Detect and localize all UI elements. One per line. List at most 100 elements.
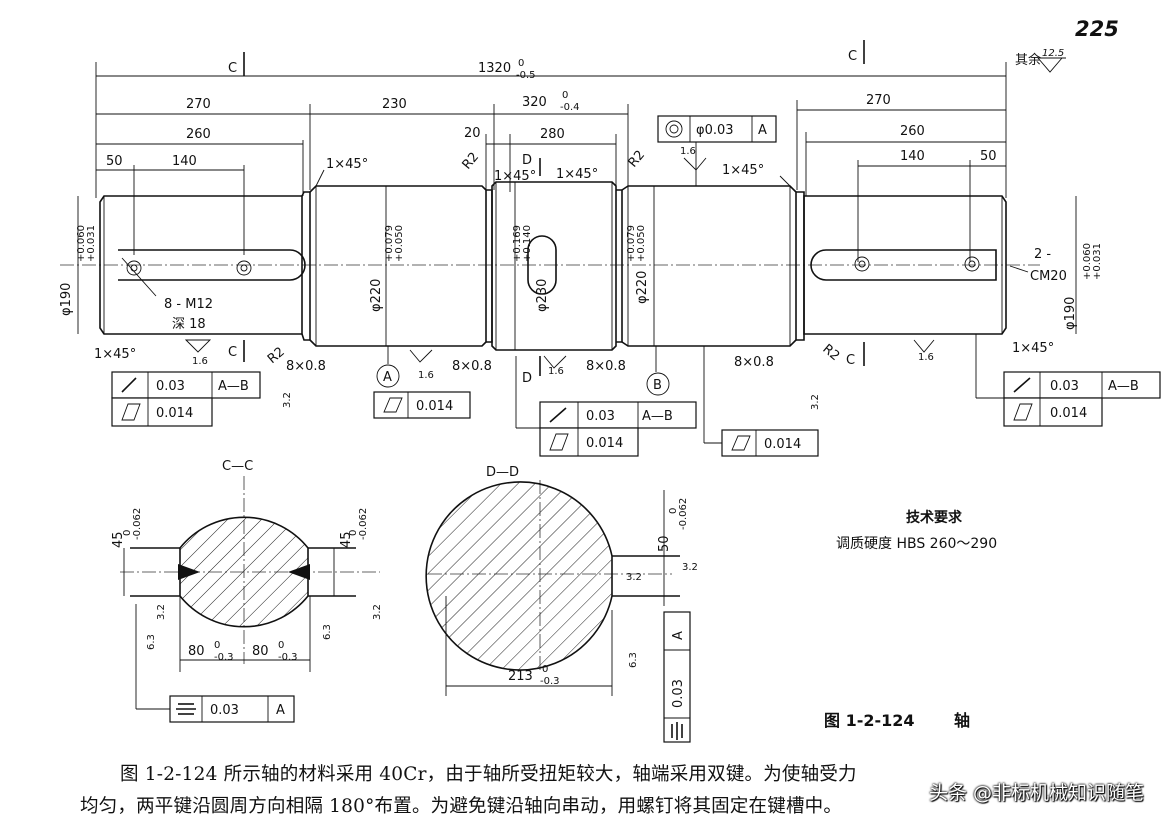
dim-right-140: 140 <box>900 149 925 164</box>
svg-text:A: A <box>671 631 686 640</box>
svg-text:A: A <box>383 370 392 385</box>
svg-text:213: 213 <box>508 669 533 684</box>
svg-text:D—D: D—D <box>486 465 519 480</box>
svg-text:0.03: 0.03 <box>586 409 615 424</box>
svg-text:A: A <box>276 703 285 718</box>
svg-text:50: 50 <box>657 535 672 552</box>
svg-text:6.3: 6.3 <box>628 652 639 668</box>
dim-right-260: 260 <box>900 124 925 139</box>
section-cc: C—C 45 0 -0.062 45 0 -0.062 80 80 0-0.3 … <box>111 459 383 723</box>
svg-text:0: 0 <box>214 640 220 651</box>
svg-text:1.6: 1.6 <box>918 352 934 363</box>
svg-text:调质硬度 HBS 260～290: 调质硬度 HBS 260～290 <box>836 536 997 552</box>
svg-text:12.5: 12.5 <box>1042 48 1064 59</box>
svg-text:8×0.8: 8×0.8 <box>586 359 626 374</box>
svg-text:8×0.8: 8×0.8 <box>286 359 326 374</box>
dim-mid-230: 230 <box>382 97 407 112</box>
svg-text:45: 45 <box>339 531 354 548</box>
dim-mid-20: 20 <box>464 126 481 141</box>
svg-text:R2: R2 <box>460 150 483 173</box>
svg-text:R2: R2 <box>626 148 649 171</box>
dim-left-270: 270 <box>186 97 211 112</box>
svg-text:6.3: 6.3 <box>146 634 157 650</box>
svg-text:A—B: A—B <box>218 379 249 394</box>
svg-text:0.03: 0.03 <box>210 703 239 718</box>
svg-text:C: C <box>228 345 237 360</box>
svg-text:-0.062: -0.062 <box>678 498 689 530</box>
svg-text:D: D <box>522 371 532 386</box>
svg-text:1.6: 1.6 <box>680 146 696 157</box>
concentricity-frame: φ0.03 A <box>657 115 777 186</box>
svg-text:φ220: φ220 <box>635 271 650 304</box>
runout-frame-right: 0.03 A—B 0.014 <box>975 334 1161 427</box>
svg-text:0.03: 0.03 <box>156 379 185 394</box>
svg-text:A—B: A—B <box>1108 379 1139 394</box>
top-dimensions: 1320 0-0.5 270 260 50 140 230 320 0-0.4 … <box>95 58 1007 262</box>
svg-text:1×45°: 1×45° <box>326 157 368 172</box>
roughness-rest: 其余 12.5 <box>1015 48 1066 73</box>
svg-text:+0.079: +0.079 <box>626 225 637 262</box>
svg-text:8×0.8: 8×0.8 <box>452 359 492 374</box>
svg-text:C: C <box>848 49 857 64</box>
svg-text:CM20: CM20 <box>1030 269 1067 284</box>
svg-text:-0.3: -0.3 <box>540 676 560 687</box>
svg-text:8 - M12: 8 - M12 <box>164 297 213 312</box>
svg-text:+0.060: +0.060 <box>1082 243 1093 280</box>
svg-text:+0.140: +0.140 <box>522 225 533 262</box>
svg-text:2 -: 2 - <box>1034 247 1051 262</box>
svg-text:3.2: 3.2 <box>626 572 642 583</box>
dim-right-270: 270 <box>866 93 891 108</box>
svg-text:+0.060: +0.060 <box>76 225 87 262</box>
svg-text:-0.062: -0.062 <box>132 508 143 540</box>
dim-mid-320: 320 <box>522 95 547 110</box>
svg-text:0.014: 0.014 <box>764 437 801 452</box>
svg-text:+0.050: +0.050 <box>394 225 405 262</box>
svg-text:C: C <box>846 353 855 368</box>
svg-text:-0.5: -0.5 <box>516 70 536 81</box>
svg-text:φ190: φ190 <box>1063 297 1078 330</box>
svg-text:80: 80 <box>252 644 269 659</box>
svg-text:0.03: 0.03 <box>1050 379 1079 394</box>
svg-text:1.6: 1.6 <box>418 370 434 381</box>
svg-text:3.2: 3.2 <box>682 562 698 573</box>
svg-text:轴: 轴 <box>954 711 970 730</box>
svg-text:C: C <box>228 61 237 76</box>
svg-text:深 18: 深 18 <box>172 317 206 332</box>
svg-text:0.014: 0.014 <box>416 399 453 414</box>
dim-left-50: 50 <box>106 154 123 169</box>
svg-text:0: 0 <box>668 508 679 514</box>
svg-text:+0.031: +0.031 <box>86 225 97 262</box>
page-number: 225 <box>1075 17 1119 41</box>
svg-text:1.6: 1.6 <box>548 366 564 377</box>
shaft-outline <box>60 181 1040 351</box>
svg-text:φ190: φ190 <box>59 283 74 316</box>
watermark: 头条 @非标机械知识随笔 <box>928 782 1144 804</box>
cyl-frames: 0.014 0.014 <box>373 346 819 457</box>
svg-text:D: D <box>522 153 532 168</box>
section-dd: D—D 50 0 -0.062 3.2 3.2 213 0-0.3 6.3 A … <box>425 465 698 743</box>
dim-mid-280: 280 <box>540 127 565 142</box>
dim-left-140: 140 <box>172 154 197 169</box>
svg-text:φ230: φ230 <box>535 279 550 312</box>
svg-text:1×45°: 1×45° <box>494 169 536 184</box>
runout-frame-mid: 0.03 A—B 0.014 <box>515 356 697 457</box>
svg-text:8×0.8: 8×0.8 <box>734 355 774 370</box>
svg-text:1×45°: 1×45° <box>722 163 764 178</box>
tech-requirements: 技术要求 调质硬度 HBS 260～290 <box>836 509 997 552</box>
svg-text:图 1-2-124: 图 1-2-124 <box>824 711 915 730</box>
svg-text:-0.062: -0.062 <box>358 508 369 540</box>
svg-text:1×45°: 1×45° <box>94 347 136 362</box>
svg-text:+0.169: +0.169 <box>512 225 523 262</box>
svg-text:0.03: 0.03 <box>671 679 686 708</box>
section-marks: C C C C D D <box>228 40 865 386</box>
svg-text:3.2: 3.2 <box>372 604 383 620</box>
svg-text:6.3: 6.3 <box>322 624 333 640</box>
figure-caption: 图 1-2-124 轴 <box>824 711 970 730</box>
svg-text:R2: R2 <box>265 344 288 367</box>
paragraph-line-1: 图 1-2-124 所示轴的材料采用 40Cr，由于轴所受扭矩较大，轴端采用双键… <box>120 764 857 785</box>
runout-frame-left: 0.03 A—B 0.014 <box>111 371 261 427</box>
svg-text:3.2: 3.2 <box>282 392 293 408</box>
svg-text:3.2: 3.2 <box>156 604 167 620</box>
svg-text:3.2: 3.2 <box>810 394 821 410</box>
